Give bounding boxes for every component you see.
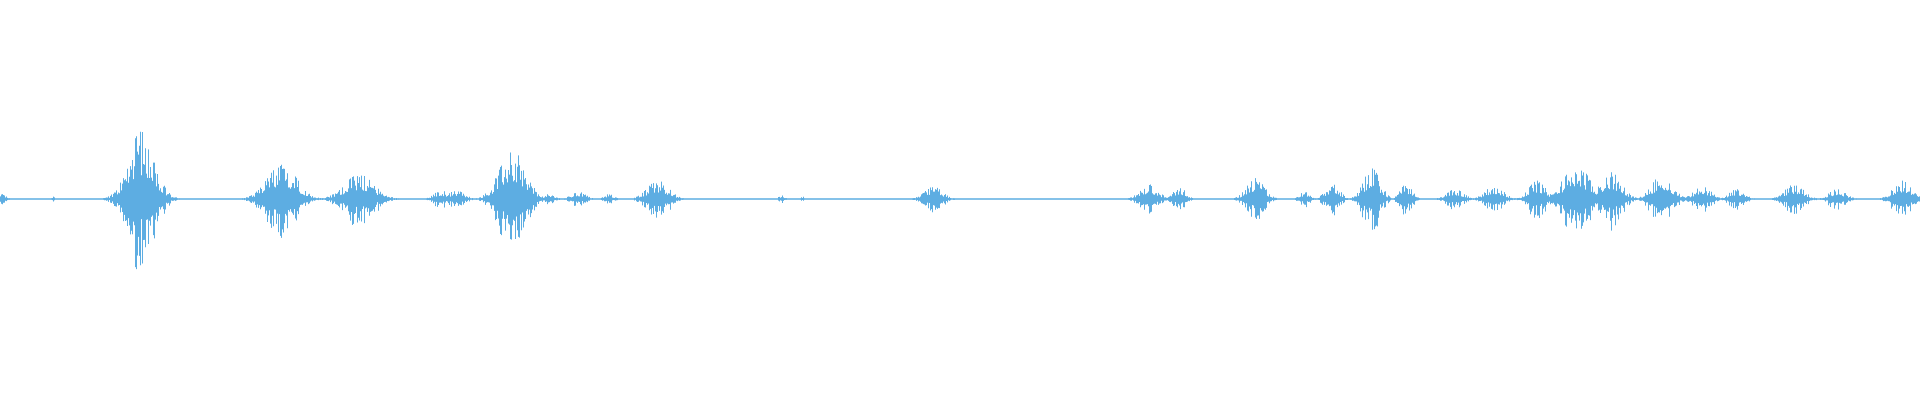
waveform-bars — [0, 131, 1920, 270]
